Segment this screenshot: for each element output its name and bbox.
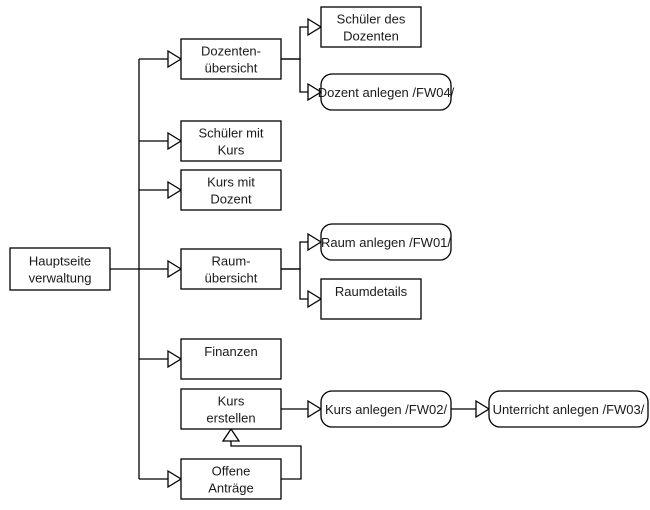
arrow-head-icon [167,180,183,200]
edges-layer [110,17,491,489]
node-label-line: Raumdetails [335,284,408,299]
arrow-head-icon [167,469,183,489]
node-dozentenuebersicht[interactable]: Dozenten-übersicht [180,38,282,80]
node-kurs-erstellen[interactable]: Kurs erstellen [180,388,282,430]
node-label-line: übersicht [205,61,258,76]
node-label-line: Hauptseite [29,254,91,269]
edge-kurs-erstellen-to-kurs-anlegen [281,399,323,419]
node-label-line: Raum anlegen /FW01/ [321,235,451,250]
node-label-line: Dozenten [343,29,399,44]
arrow-head-icon [167,349,183,369]
edge-line [230,441,302,480]
node-label: Kurs anlegen /FW02/ [325,402,448,417]
arrow-head-icon [307,232,323,252]
node-rect-shape[interactable] [9,247,111,291]
node-rounded-shape[interactable] [488,390,649,428]
edge-trunk-to-offene-antraege [139,469,183,489]
node-label-line: verwaltung [29,271,92,286]
node-label: Raum-übersicht [205,254,258,286]
node-raum-anlegen[interactable]: Raum anlegen /FW01/ [320,223,452,261]
edge-trunk-to-dozentenuebersicht [139,49,183,69]
node-hauptseite[interactable]: Hauptseite verwaltung [9,247,111,291]
node-dozent-anlegen[interactable]: Dozent anlegen /FW04/ [318,73,455,111]
node-label-line: Finanzen [204,344,257,359]
edge-trunk-to-finanzen [139,349,183,369]
node-label-line: Dozent [210,192,252,207]
arrow-head-icon [307,82,323,102]
node-label-line: Dozent anlegen /FW04/ [318,85,455,100]
node-label-line: Anträge [208,481,254,496]
node-rect-shape[interactable] [180,388,282,430]
edge-offene-antraege-to-kurs-erstellen [221,427,302,480]
arrow-head-icon [167,49,183,69]
node-label-line: Schüler mit [198,126,263,141]
node-label: Raum anlegen /FW01/ [321,235,451,250]
node-rect-shape[interactable] [180,248,282,290]
edge-raumuebersicht-to-raumdetails [281,268,323,309]
node-label-line: Kurs mit [207,175,255,190]
node-kurs-anlegen[interactable]: Kurs anlegen /FW02/ [320,390,452,428]
node-label-line: Raum- [211,254,250,269]
edge-trunk-to-kurs-mit-dozent [139,180,183,200]
arrow-head-icon [307,399,323,419]
edge-line [281,268,309,300]
node-rect-shape[interactable] [180,338,282,380]
edge-line [281,241,309,270]
node-rounded-shape[interactable] [320,73,452,111]
edge-trunk-to-schueler-mit-kurs [139,131,183,151]
edge-kurs-anlegen-to-unterricht-anlegen [451,399,491,419]
edge-dozentenuebersicht-to-dozent-anlegen [281,58,323,102]
edge-line [281,58,309,93]
node-rect-shape[interactable] [180,458,282,500]
node-label-line: Offene [212,464,251,479]
arrow-head-icon [167,259,183,279]
arrow-head-icon [167,131,183,151]
node-label-line: Kurs [218,143,245,158]
node-label-line: Unterricht anlegen /FW03/ [493,402,645,417]
node-rounded-shape[interactable] [320,390,452,428]
node-label-line: Kurs [218,394,245,409]
edge-trunk-to-raumuebersicht [139,259,183,279]
node-rect-shape[interactable] [320,278,422,320]
node-label: Finanzen [204,344,257,359]
node-rounded-shape[interactable] [320,223,452,261]
node-label-line: Kurs anlegen /FW02/ [325,402,448,417]
arrow-head-icon [307,289,323,309]
node-label: Kurs erstellen [206,394,255,426]
node-finanzen[interactable]: Finanzen [180,338,282,380]
node-unterricht-anlegen[interactable]: Unterricht anlegen /FW03/ [488,390,649,428]
edge-raumuebersicht-to-raum-anlegen [281,232,323,270]
node-raumuebersicht[interactable]: Raum-übersicht [180,248,282,290]
node-label: Dozent anlegen /FW04/ [318,85,455,100]
node-rect-shape[interactable] [180,120,282,162]
arrow-head-icon [475,399,491,419]
node-label: Dozenten-übersicht [201,44,261,76]
node-label: Unterricht anlegen /FW03/ [493,402,645,417]
arrow-head-icon [307,17,323,37]
node-raumdetails[interactable]: Raumdetails [320,278,422,320]
node-rect-shape[interactable] [320,6,422,48]
node-label-line: übersicht [205,271,258,286]
node-label-line: Dozenten- [201,44,261,59]
node-label-line: erstellen [206,411,255,426]
arrow-head-icon [221,427,241,442]
node-label: Raumdetails [335,284,408,299]
node-label: Hauptseite verwaltung [29,254,92,286]
node-rect-shape[interactable] [180,38,282,80]
node-label-line: Schüler des [337,12,406,27]
edge-line [281,26,309,60]
node-rect-shape[interactable] [180,169,282,211]
edge-dozentenuebersicht-to-schueler-des-dozenten [281,17,323,60]
